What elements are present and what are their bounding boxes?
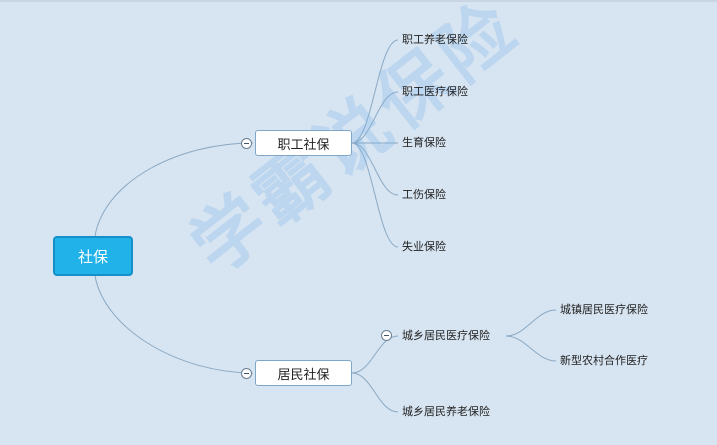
connector-sub1-gc2: [505, 335, 557, 362]
connector-root-branch1: [94, 142, 254, 237]
sub-node[interactable]: 城乡居民养老保险: [402, 405, 490, 418]
connector-b1-leaf2: [351, 91, 399, 144]
branch-label: 居民社保: [277, 367, 330, 383]
leaf-node[interactable]: 职工养老保险: [402, 33, 468, 46]
connector-sub1-gc1: [505, 309, 557, 337]
leaf-node[interactable]: 失业保险: [402, 240, 446, 253]
sub-node[interactable]: 城乡居民医疗保险: [402, 329, 490, 342]
branch-node-zhigong[interactable]: 职工社保: [255, 130, 352, 156]
connector-root-branch2: [94, 275, 254, 374]
leaf-node[interactable]: 新型农村合作医疗: [560, 354, 648, 367]
leaf-node[interactable]: 城镇居民医疗保险: [560, 303, 648, 316]
collapse-toggle-sub-1[interactable]: [381, 330, 392, 341]
top-border: [0, 0, 717, 2]
connector-b1-leaf5: [351, 142, 399, 248]
collapse-toggle-branch-2[interactable]: [241, 368, 252, 379]
connector-b1-leaf1: [351, 39, 399, 144]
collapse-toggle-branch-1[interactable]: [241, 138, 252, 149]
root-node[interactable]: 社保: [53, 236, 133, 276]
connector-b2-sub2: [351, 372, 399, 413]
leaf-node[interactable]: 职工医疗保险: [402, 85, 468, 98]
branch-label: 职工社保: [277, 137, 330, 153]
branch-node-jumin[interactable]: 居民社保: [255, 360, 352, 386]
root-label: 社保: [77, 247, 108, 266]
leaf-node[interactable]: 生育保险: [402, 136, 446, 149]
leaf-node[interactable]: 工伤保险: [402, 188, 446, 201]
connector-b1-leaf4: [351, 142, 399, 196]
connector-b2-sub1: [351, 335, 399, 374]
